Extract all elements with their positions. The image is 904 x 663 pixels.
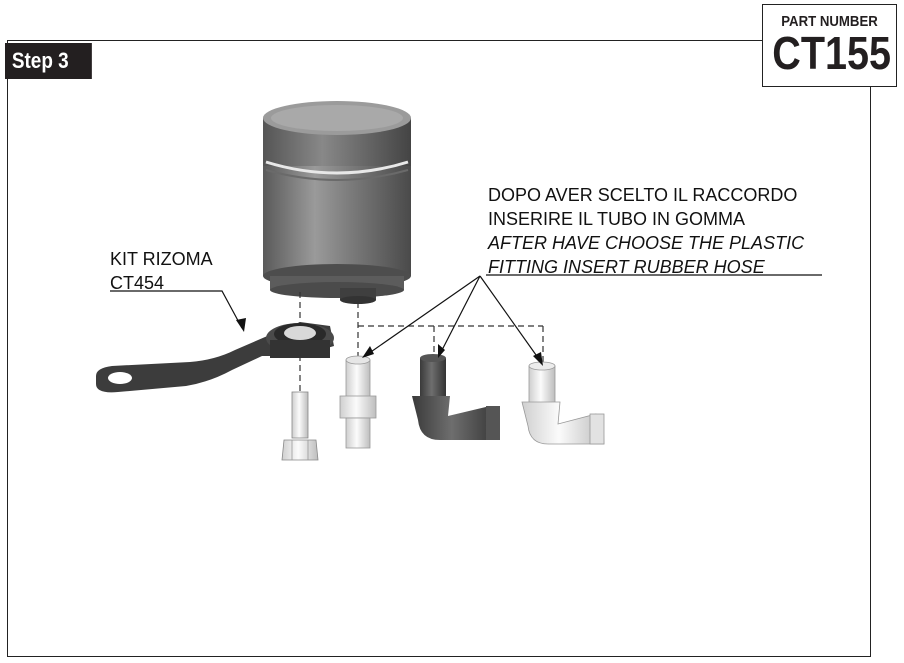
part-number-label: PART NUMBER [781,13,878,30]
instruction-en-line1: AFTER HAVE CHOOSE THE PLASTIC [488,233,805,253]
part-number-box: PART NUMBER CT155 [762,4,897,87]
kit-code: CT454 [110,273,165,293]
dark-elbow-fitting [412,354,500,440]
fluid-reservoir [263,101,411,304]
instruction-it-line1: DOPO AVER SCELTO IL RACCORDO [488,185,798,205]
white-elbow-fitting [521,361,605,445]
straight-fitting [339,355,377,449]
instruction-en-line2: FITTING INSERT RUBBER HOSE [488,257,765,277]
part-number-value: CT155 [772,27,892,79]
mounting-bolt [281,391,319,461]
kit-name: KIT RIZOMA [110,249,213,269]
instruction-note: DOPO AVER SCELTO IL RACCORDO INSERIRE IL… [488,183,804,279]
kit-note: KIT RIZOMA CT454 [110,247,213,295]
instruction-callout [364,274,822,363]
instruction-it-line2: INSERIRE IL TUBO IN GOMMA [488,209,746,229]
kit-callout [110,290,243,329]
rizoma-bracket [96,322,334,393]
step-badge: Step 3 [5,43,92,79]
instruction-frame [7,40,871,657]
